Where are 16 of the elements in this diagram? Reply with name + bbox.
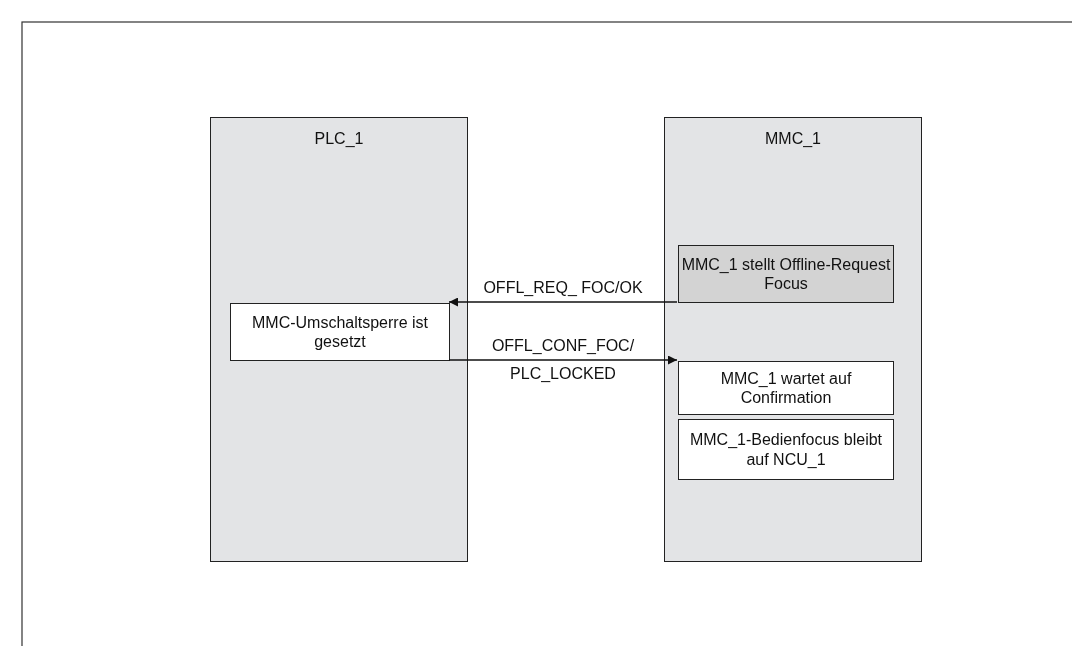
edge-label: OFFL_CONF_FOC/ PLC_LOCKED: [490, 336, 636, 384]
box-text: MMC-Umschaltsperre ist gesetzt: [251, 312, 429, 352]
lane-title: PLC_1: [313, 130, 365, 148]
process-box: [678, 361, 894, 415]
box-text: MMC_1-Bedienfocus bleibt auf NCU_1: [688, 430, 884, 469]
process-box: [230, 303, 450, 361]
arrow: [448, 297, 678, 307]
process-box: [678, 419, 894, 480]
edge-label: OFFL_REQ_ FOC/OK: [482, 278, 644, 298]
box-text: MMC_1 wartet auf Confirmation: [719, 368, 853, 408]
process-box: [678, 245, 894, 303]
swimlane-panel: [210, 117, 468, 562]
lane-title: MMC_1: [764, 130, 822, 148]
swimlane-panel: [664, 117, 922, 562]
box-text: MMC_1 stellt Offline-Request Focus: [680, 254, 892, 294]
arrow: [448, 355, 678, 365]
